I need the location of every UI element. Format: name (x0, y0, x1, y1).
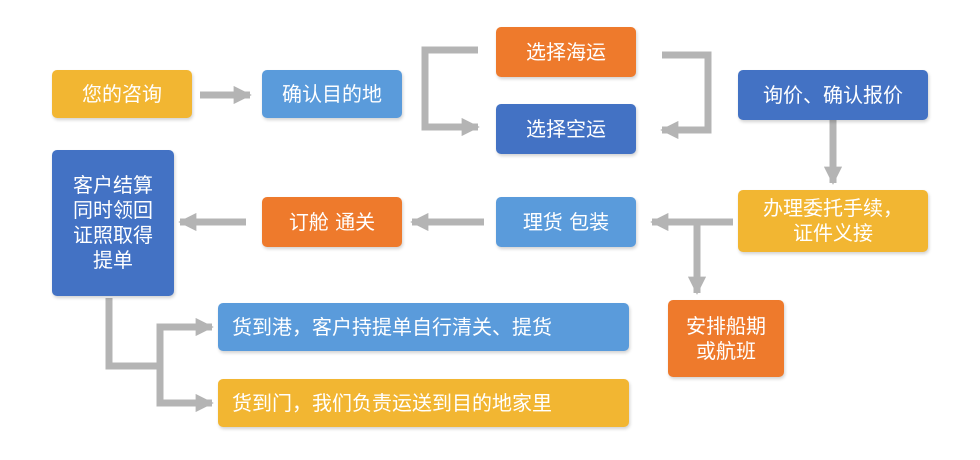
node-booking-clearance: 订舱 通关 (262, 197, 402, 247)
node-door-delivery: 货到门，我们负责运送到目的地家里 (218, 379, 629, 427)
node-port-pickup: 货到港，客户持提单自行清关、提货 (218, 303, 629, 351)
node-quote: 询价、确认报价 (738, 70, 928, 120)
node-entrust: 办理委托手续， 证件义接 (738, 190, 928, 252)
branch-settlement-to-port (105, 298, 214, 370)
node-cargo-packing: 理货 包装 (496, 197, 636, 247)
bracket-modes-to-quote (660, 51, 712, 140)
branch-settlement-to-door (156, 366, 214, 413)
node-sea-freight: 选择海运 (496, 27, 636, 77)
bracket-destination-to-modes (421, 46, 480, 137)
node-inquiry: 您的咨询 (52, 70, 192, 118)
node-air-freight: 选择空运 (496, 104, 636, 154)
node-confirm-destination: 确认目的地 (262, 70, 402, 118)
node-schedule: 安排船期 或航班 (668, 300, 784, 377)
node-settlement: 客户结算 同时领回 证照取得 提单 (52, 150, 174, 296)
